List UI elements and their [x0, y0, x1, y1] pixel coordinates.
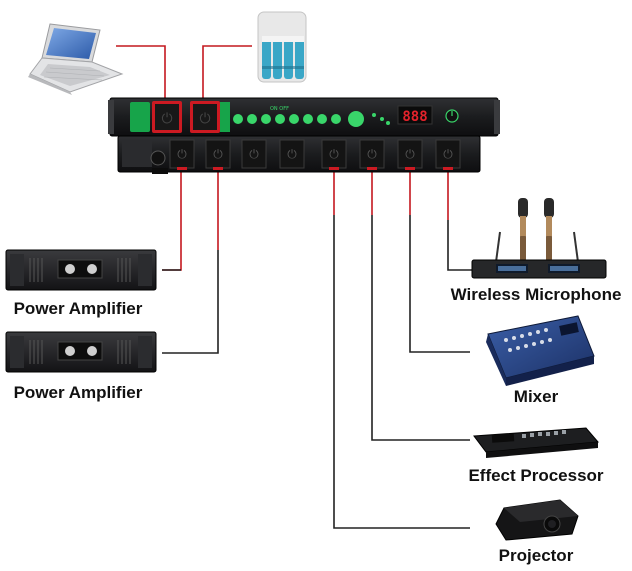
channel-buttons [233, 111, 390, 127]
svg-text:⏻: ⏻ [287, 147, 297, 161]
wireless-microphone-icon [471, 198, 607, 279]
cable-battery-charger [202, 45, 252, 116]
svg-text:⏻: ⏻ [405, 147, 415, 161]
rear-outlet-1: ⏻ [169, 139, 195, 170]
top-outlet-1: ⏻ [152, 101, 182, 133]
label-wireless-microphone: Wireless Microphone [451, 285, 622, 304]
power-sequencer-rear-unit: ⏻ ⏻ ⏻ ⏻ ⏻ ⏻ ⏻ [117, 135, 481, 174]
svg-text:⏻: ⏻ [213, 147, 223, 161]
label-projector: Projector [499, 546, 574, 565]
projector-icon [495, 499, 579, 541]
cable-effect-processor-end [371, 215, 470, 441]
power-sequencer-top-unit: ⏻ ⏻ ON OFF 888 [108, 97, 500, 137]
cable-power-amplifier-2-end [162, 250, 219, 354]
svg-text:⏻: ⏻ [443, 147, 453, 161]
voltage-knob [150, 150, 166, 166]
power-amplifier-1-icon [5, 249, 157, 291]
led-display-value: 888 [402, 109, 427, 125]
cables [116, 45, 472, 529]
svg-text:⏻: ⏻ [367, 147, 377, 161]
top-panel-text: ON OFF [270, 106, 289, 112]
rear-outlet-7: ⏻ [397, 139, 423, 170]
power-amplifier-2-icon [5, 331, 157, 373]
label-power-amplifier-1: Power Amplifier [14, 299, 143, 318]
battery-charger-icon [257, 11, 307, 83]
rear-outlet-6: ⏻ [359, 139, 385, 170]
label-mixer: Mixer [514, 387, 559, 406]
laptop-icon [28, 23, 124, 95]
label-effect-processor: Effect Processor [468, 466, 603, 485]
svg-text:⏻: ⏻ [249, 147, 259, 161]
led-display [397, 105, 433, 125]
svg-text:⏻: ⏻ [329, 147, 339, 161]
top-outlet-2: ⏻ [190, 101, 220, 133]
cable-wireless-microphone-end [447, 220, 472, 271]
rear-outlet-2: ⏻ [205, 139, 231, 170]
svg-text:⏻: ⏻ [199, 111, 210, 127]
svg-text:⏻: ⏻ [161, 111, 172, 127]
svg-text:⏻: ⏻ [177, 147, 187, 161]
rear-outlet-8: ⏻ [435, 139, 461, 170]
cable-laptop [116, 45, 166, 116]
rear-outlet-5: ⏻ [321, 139, 347, 170]
cable-mixer-end [409, 215, 470, 353]
cable-projector-end [333, 215, 470, 529]
rear-outlet-4: ⏻ [279, 139, 305, 169]
mixer-icon [486, 315, 595, 386]
rear-outlet-3: ⏻ [241, 139, 267, 169]
cable-power-amplifier-1 [162, 168, 182, 271]
effect-processor-icon [473, 427, 600, 458]
label-power-amplifier-2: Power Amplifier [14, 383, 143, 402]
